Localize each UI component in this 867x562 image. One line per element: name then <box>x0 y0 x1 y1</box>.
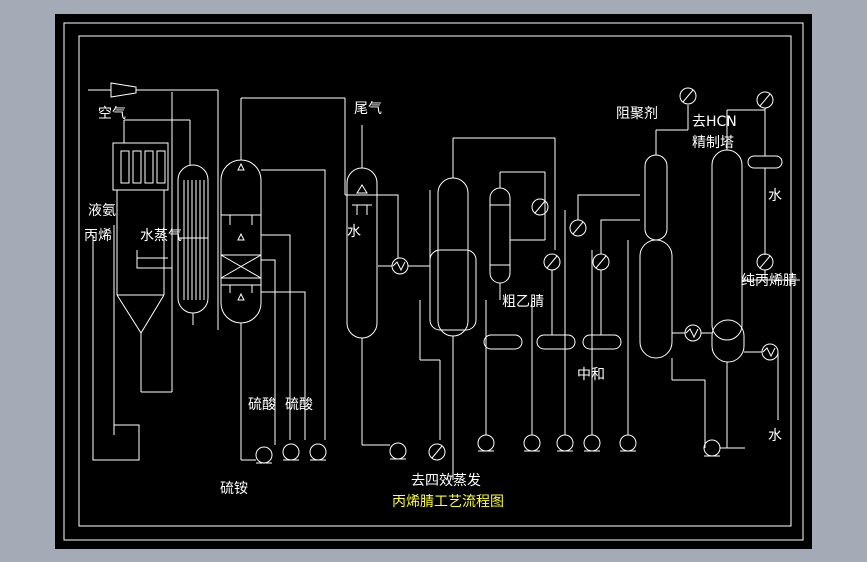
label-water-bottom: 水 <box>768 428 782 444</box>
drum-1 <box>483 334 523 350</box>
drum-3 <box>582 334 622 350</box>
label-sulfuric-acid-2: 硫酸 <box>285 397 313 413</box>
label-air: 空气 <box>98 106 126 122</box>
drawing-sheet <box>55 14 812 549</box>
pump-icon-3 <box>309 443 327 461</box>
acetonitrile-stripper <box>489 171 546 300</box>
label-neutralization: 中和 <box>577 367 605 383</box>
pump-icon-2 <box>282 443 300 461</box>
label-to-hcn-refining-tower: 去HCN 精制塔 <box>692 114 737 151</box>
lights-removal-column <box>639 105 689 359</box>
label-ammonium-sulfate: 硫铵 <box>220 481 248 497</box>
inner-frame <box>78 35 792 527</box>
fluidized-bed-reactor <box>112 92 191 393</box>
recovery-tower <box>419 137 556 480</box>
label-liquid-ammonia: 液氨 <box>88 203 116 219</box>
diagram-title: 丙烯腈工艺流程图 <box>392 494 504 510</box>
label-to-four-effect-evaporation: 去四效蒸发 <box>411 473 481 489</box>
label-inhibitor: 阻聚剂 <box>616 106 658 122</box>
absorption-tower <box>346 125 390 446</box>
label-crude-acetonitrile: 粗乙腈 <box>502 294 544 310</box>
pump-icon-1 <box>255 446 273 464</box>
steam-line <box>136 250 172 269</box>
air-compressor-icon <box>88 82 219 330</box>
valve-icon-5 <box>531 198 549 216</box>
outer-frame <box>63 22 804 541</box>
drum-2 <box>536 334 576 350</box>
valve-icon-9 <box>679 87 697 105</box>
label-propylene: 丙烯 <box>84 228 112 244</box>
pump-icon-4 <box>389 442 407 460</box>
label-steam: 水蒸气 <box>140 228 182 244</box>
heat-exchanger <box>177 164 209 325</box>
label-sulfuric-acid-1: 硫酸 <box>248 397 276 413</box>
label-pure-acrylonitrile: 纯丙烯腈 <box>741 273 797 289</box>
label-tail-gas: 尾气 <box>354 101 382 117</box>
label-water-top: 水 <box>768 188 782 204</box>
valve-icon-4 <box>428 443 446 461</box>
product-column <box>711 109 765 449</box>
quench-tower <box>220 97 346 460</box>
label-water-absorber: 水 <box>347 224 361 240</box>
